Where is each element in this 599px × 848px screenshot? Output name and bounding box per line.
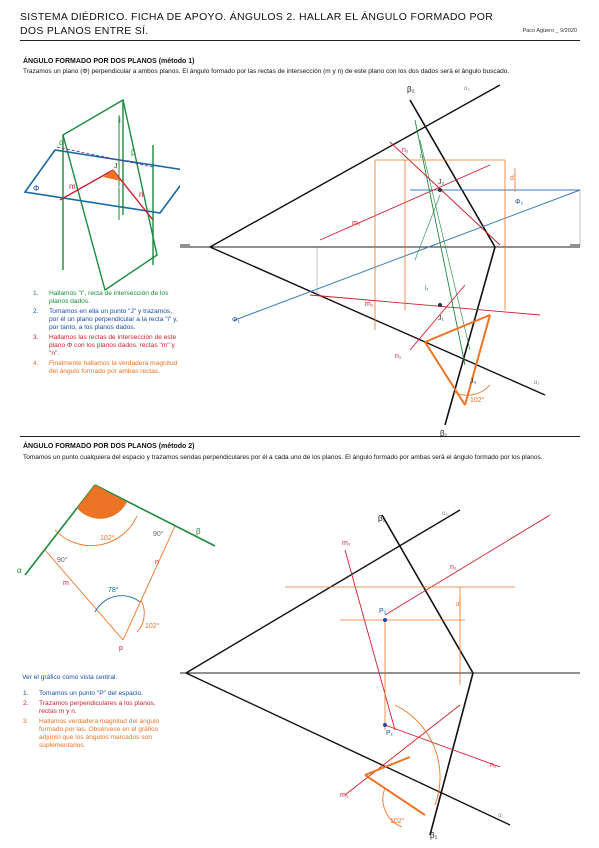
section2-angle-diagram: β α 102° 90° 90° 78° m n p 102° (17, 484, 216, 652)
section1-dihedral-drawing: β₂ α₂ n₂ i₂ J₂ d Φ₂ m₂ i₁ m₁ J₁ n₁ Φ₁ J₀… (180, 84, 581, 438)
label-alpha: α (59, 138, 64, 147)
page-title: SISTEMA DIÉDRICO. FICHA DE APOYO. ÁNGULO… (20, 11, 494, 37)
label-m2: m₂ (352, 220, 361, 227)
label-beta2: β₂ (407, 85, 415, 94)
label-beta1: β₁ (440, 429, 448, 438)
label-102-a: 102° (100, 534, 115, 542)
section-divider (20, 436, 580, 437)
label-alpha1: α₁ (534, 380, 540, 386)
label-phi1: Φ₁ (232, 317, 241, 324)
plane-alpha (62, 98, 158, 292)
label-J2: J₂ (438, 179, 445, 186)
label-m: m (63, 580, 69, 587)
label-beta: β (131, 148, 136, 157)
label-J: J (114, 163, 118, 170)
label-p: p (119, 645, 123, 652)
label-phi2: Φ₂ (515, 199, 524, 206)
label-beta2: β₂ (378, 514, 386, 523)
label-n2: n₂ (450, 564, 457, 571)
label-P2: P₂ (379, 608, 387, 615)
label-phi: Φ (33, 184, 39, 193)
section1-3d-diagram: α β Φ i m n J 90° (23, 98, 180, 292)
label-m1: m₁ (365, 301, 374, 308)
section2-steps: 1.Tomamos un punto "P" del espacio. 2.Tr… (23, 690, 160, 749)
plane-phi (23, 149, 180, 214)
label-J0: J₀ (470, 378, 477, 385)
label-102-c: 102° (390, 817, 405, 825)
header-divider (20, 40, 580, 41)
label-n: n (155, 559, 159, 566)
label-n1: n₁ (395, 353, 402, 360)
label-n2: n₂ (402, 147, 409, 154)
label-90: 90° (113, 186, 121, 192)
section2-description: Tomamos un punto cualquiera del espacio … (23, 454, 543, 461)
label-alpha1: α₁ (498, 813, 504, 819)
label-alpha2: α₂ (442, 511, 448, 517)
label-P1: P₁ (386, 730, 394, 737)
label-d: d (456, 602, 459, 608)
section1-title: ÁNGULO FORMADO POR DOS PLANOS (método 1) (23, 58, 195, 65)
label-90-a: 90° (57, 556, 68, 564)
label-alpha2: α₂ (464, 86, 470, 92)
label-m1: m₁ (340, 792, 349, 799)
label-n: n (139, 190, 143, 199)
label-m2: m₂ (342, 540, 351, 547)
label-d: d (510, 175, 514, 182)
label-90-b: 90° (153, 530, 164, 538)
label-m: m (69, 182, 76, 191)
label-n1: n₁ (490, 762, 497, 769)
label-beta: β (196, 527, 201, 536)
label-102-1: 102° (470, 396, 485, 404)
section2-dihedral-drawing: β₂ α₂ m₂ n₂ P₂ d P₁ n₁ m₁ α₁ β₁ 102° (180, 509, 580, 840)
label-beta1: β₁ (430, 831, 438, 840)
section1-description: Trazamos un plano (Φ) perpendicular a am… (23, 68, 510, 75)
label-i: i (119, 116, 121, 125)
author-credit: Paco Agüero _ 9/2020 (522, 28, 577, 34)
label-i1: i₁ (425, 285, 430, 292)
label-102-b: 102° (145, 622, 160, 630)
label-i2: i₂ (420, 153, 425, 160)
label-J1: J₁ (438, 315, 445, 322)
section2-title: ÁNGULO FORMADO POR DOS PLANOS (método 2) (23, 443, 195, 450)
section2-note: Ver el gráfico como vista central. (22, 674, 118, 681)
section1-steps: 1.Hallamos "i", recta de intersección de… (33, 290, 178, 375)
label-78: 78° (108, 586, 119, 594)
label-alpha: α (17, 566, 22, 575)
